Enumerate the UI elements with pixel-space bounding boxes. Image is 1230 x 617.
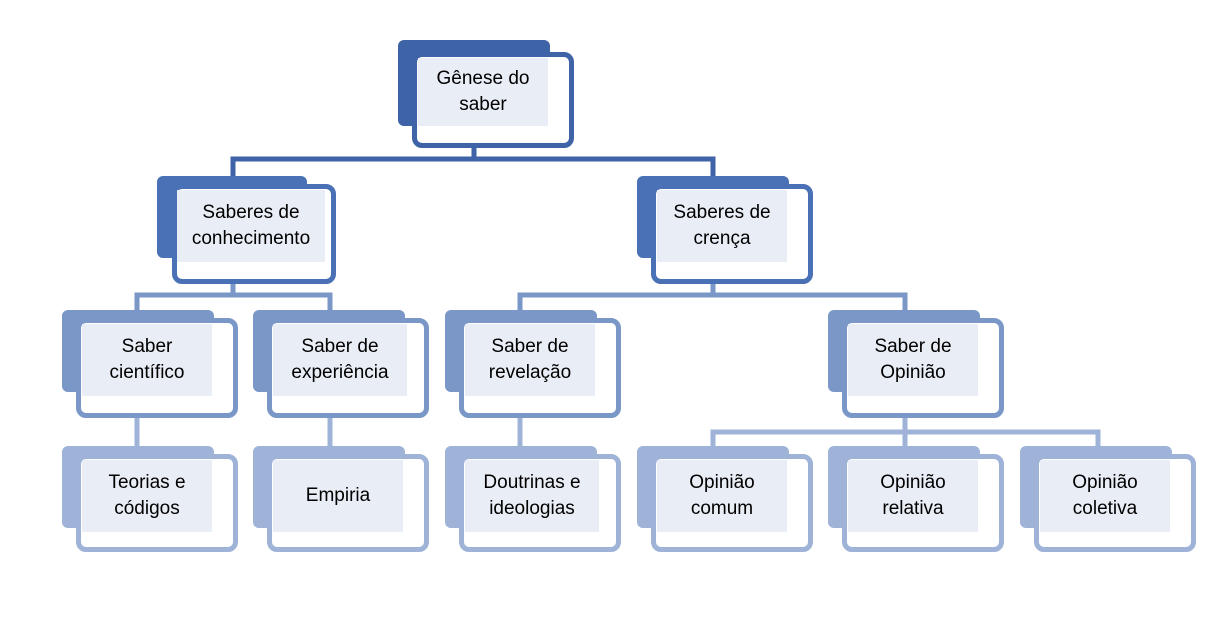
node-empiria-label: Empiria	[305, 485, 371, 506]
node-saber-de-experiencia-label: Saber de experiência	[291, 336, 389, 383]
node-saber-cientifico: Saber científico	[62, 310, 238, 418]
node-opiniao-relativa-label: Opinião relativa	[880, 472, 946, 519]
node-opiniao-comum-label: Opinião comum	[689, 472, 755, 519]
node-opiniao-coletiva: Opinião coletiva	[1020, 446, 1196, 552]
node-opiniao-comum: Opinião comum	[637, 446, 813, 552]
node-doutrinas-e-ideologias-label: Doutrinas e ideologias	[483, 472, 581, 519]
node-doutrinas-e-ideologias: Doutrinas e ideologias	[445, 446, 621, 552]
node-teorias-e-codigos-label: Teorias e códigos	[108, 472, 186, 519]
node-saberes-de-conhecimento: Saberes de conhecimento	[157, 176, 336, 284]
node-genese-do-saber-label: Gênese do saber	[436, 68, 530, 115]
node-saber-de-revelacao: Saber de revelação	[445, 310, 621, 418]
node-opiniao-coletiva-label: Opinião coletiva	[1072, 472, 1138, 519]
node-saberes-de-conhecimento-label: Saberes de conhecimento	[191, 202, 311, 249]
node-teorias-e-codigos: Teorias e códigos	[62, 446, 238, 552]
node-saber-de-opiniao: Saber de Opinião	[828, 310, 1004, 418]
node-saber-de-experiencia: Saber de experiência	[253, 310, 429, 418]
node-saberes-de-crenca: Saberes de crença	[637, 176, 813, 284]
node-genese-do-saber: Gênese do saber	[398, 40, 574, 148]
node-empiria: Empiria	[253, 446, 429, 552]
node-saber-cientifico-label: Saber científico	[109, 336, 185, 383]
node-saber-de-opiniao-label: Saber de Opinião	[874, 336, 952, 383]
node-saberes-de-crenca-label: Saberes de crença	[673, 202, 771, 249]
node-saber-de-revelacao-label: Saber de revelação	[488, 336, 572, 383]
node-opiniao-relativa: Opinião relativa	[828, 446, 1004, 552]
